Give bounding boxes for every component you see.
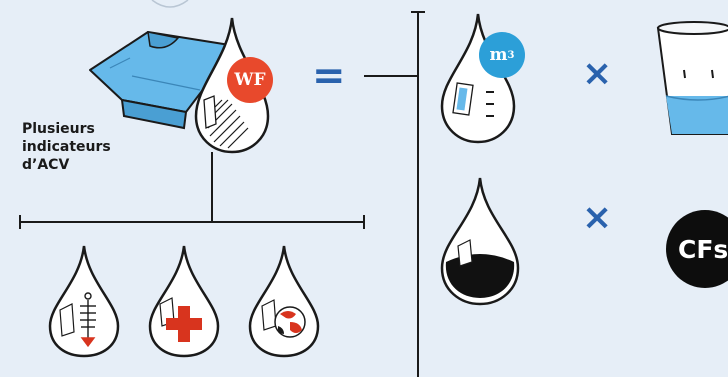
wf-badge: WF (227, 57, 273, 103)
water-drop-icon (150, 246, 218, 356)
globe-icon (275, 307, 305, 337)
m3-exponent: 3 (508, 50, 515, 61)
multiply-sign-bottom: × (582, 200, 612, 236)
multiply-sign-top: × (582, 56, 612, 92)
m3-unit: m (490, 45, 508, 65)
water-drop-icon (442, 178, 518, 304)
cfs-badge-text: CFs (678, 235, 728, 264)
partial-circle (152, 0, 188, 7)
glass-of-water-icon (658, 22, 728, 134)
equals-sign: = (312, 56, 346, 96)
wf-badge-text: WF (234, 70, 265, 90)
water-drop-icon (250, 246, 318, 356)
water-drop-icon (50, 246, 118, 356)
lca-indicators-label: Plusieurs indicateurs d’ACV (22, 120, 142, 174)
